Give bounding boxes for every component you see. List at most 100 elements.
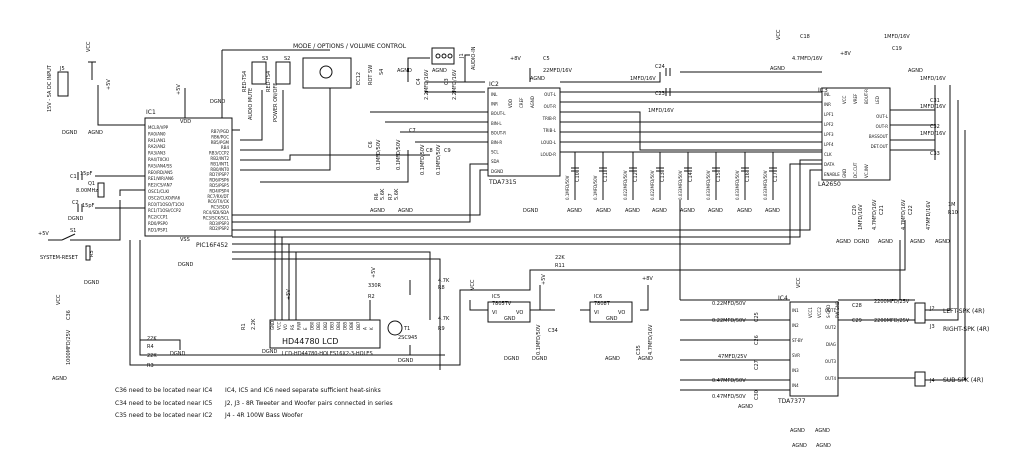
r3-label: R3 [147,363,154,369]
c7-label: C7 [409,128,416,134]
ic4-right-pin-4: OUT4 [825,376,837,381]
ic3-bottom-pin-1: DC.CUT [853,162,858,178]
filter-cap-label-6: C16 [745,172,751,182]
c5-value: 22MFD/16V [543,68,572,74]
ic4-right-pin-0: OUT1 [825,308,837,313]
ic1-right-pin-11: RD4/PSP4 [209,188,229,193]
c23-value: 1MFD/16V [648,108,674,114]
p5v-label-6: +5V [541,274,547,285]
speaker-connectors[interactable]: J2 LEFT-SPK (4R) J3 RIGHT-SPK (4R) J4 SU… [914,302,989,387]
dgnd-3: DGND [178,262,193,268]
s3-label: S3 [262,56,268,62]
filter-cap-label-5: C15 [716,172,722,182]
ic1-left-pin-labels: MCLR/VPPRA0/AN0RA1/AN1RA2/AN2RA3/AN3RA4/… [148,125,184,232]
ic2-right-pin-5: LOUD-R [541,152,557,157]
agnd-9: AGND [625,208,640,214]
agnd-14: AGND [765,208,780,214]
ic2-top-pin-1: CREF [519,97,524,108]
dgnd-1: DGND [62,130,77,136]
reset-switch-s1[interactable]: S1 SYSTEM-RESET R5 [40,228,95,261]
ic4-left-pin-0: IN1 [792,308,799,313]
lcd-pin-1: VCC [277,321,282,330]
note-c36: C36 need to be located near IC4 [115,387,213,394]
input-caps: C4 2.2MFD/16V C3 2.2MFD/16V C5 22MFD/16V [416,56,572,100]
c34-label: C34 [548,328,558,334]
lcd-pin-9: DB3 [329,321,334,330]
c33-label: C33 [930,151,940,157]
lcd-pin-12: DB6 [349,321,354,330]
note-c34: C34 need to be located near IC5 [115,400,213,407]
c22-value: 4.7MFD/16V [901,199,907,230]
c25-value: 0.22MFD/50V [712,301,746,307]
vcc-label-5: VCC [776,29,782,40]
lcd-pin-8: DB2 [323,321,328,330]
r8-label: R8 [438,285,445,291]
vcc-label-1: VCC [86,41,92,52]
ic1-left-pin-5: RA4/T0CKI [148,157,169,162]
lcd-support: R1 2.2K 330R R2 T1 2SC945 4.7K R8 4.7K R… [241,255,565,341]
p5v-label-2: +5V [176,84,182,95]
lcd-pin-7: DB1 [316,321,321,330]
c28-label: C28 [852,303,862,309]
lcd-pin-10: DB4 [336,321,341,330]
c24-label: C24 [655,64,665,70]
s4-label: ROT SW [368,65,374,85]
c6-label: C6 [368,141,374,148]
ic3-left-pin-0: INL [824,92,831,97]
ic1-right-pin-3: RB4 [221,145,230,150]
s2-part: RED-TS4 [266,71,272,92]
audio-in-j1[interactable]: J1 AUDIO-IN [431,46,477,70]
power-switch-s2[interactable]: RED-TS4 POWER ON/OFF S2 [266,56,291,122]
agnd-25: AGND [790,428,805,434]
ic4-mid-pin-2: S-GND [826,305,831,318]
lcd-pin-3: RS [290,324,295,330]
ic1-left-pin-8: RE1/WR/AN6 [148,176,174,181]
c47-value: 47MFD/16V [926,201,932,230]
ic3-left-pin-1: INR [824,102,831,107]
mode-options-title: MODE / OPTIONS / VOLUME CONTROL [293,43,407,50]
ic1-right-pin-8: RD7/PSP7 [209,172,229,177]
filter-cap-label-3: C13 [660,172,666,182]
filter-cap-value-6: 0.033MFD/50V [735,170,740,200]
agnd-13: AGND [737,208,752,214]
filter-cap-symbol-5 [712,167,720,172]
p5v-label-4: +5V [286,289,292,300]
ic3-left-pin-2: LPF1 [824,112,834,117]
lcd-pin-0: GND [270,321,275,330]
ic2-left-pin-2: BOUT-L [491,111,506,116]
agnd-11: AGND [680,208,695,214]
ic1-part: PIC16F452 [196,242,228,249]
audio-mute-switch-s3[interactable]: RED-TS4 AUDIO MUTE S3 [242,56,268,120]
p5v-label-5: +5V [371,267,377,278]
ic1-right-pin-9: RD6/PSP6 [209,178,229,183]
ic3-bottom-pin-2: VC.INV [864,164,869,178]
ic2-left-pin-4: BOUT-R [491,130,506,135]
r4-label: R4 [147,344,154,350]
ic2-left-pin-8: DGND [491,169,503,174]
r11-value: 22K [555,255,565,261]
dc-jack-j5: J5 [57,66,69,97]
agnd-5: AGND [370,208,385,214]
system-reset-label: SYSTEM-RESET [40,255,79,261]
vcc-label-4: VCC [56,294,62,305]
dgnd-6: DGND [523,208,538,214]
rotary-switch-s4[interactable]: EC12 ROT SW S4 [302,57,385,89]
filter-cap-symbol-0 [571,167,579,172]
ic5-gnd: GND [504,316,516,322]
filter-cap-label-1: C11 [603,172,609,182]
ic3-right-pin-2: BASSOUT [869,134,889,139]
c36-label: C36 [66,310,72,320]
agnd-24: AGND [738,404,753,410]
ic1-left-pin-14: RC2/CCP1 [148,215,168,220]
c2-label: C2 [72,200,79,206]
ic1-left-pin-1: RA0/AN0 [148,131,166,136]
filter-cap-value-3: 0.022MFD/50V [650,170,655,200]
s1-label: S1 [70,228,76,234]
ic1-right-pin-10: RD5/PSP5 [209,183,229,188]
c35-label: C35 [636,345,642,355]
j1-label: J1 [459,53,465,59]
c36-value: 1000MFD/25V [66,329,72,365]
ic1-right-pin-7: RB0/INT0 [210,167,229,172]
ic1-right-pin-14: RC5/SDO [211,205,229,210]
